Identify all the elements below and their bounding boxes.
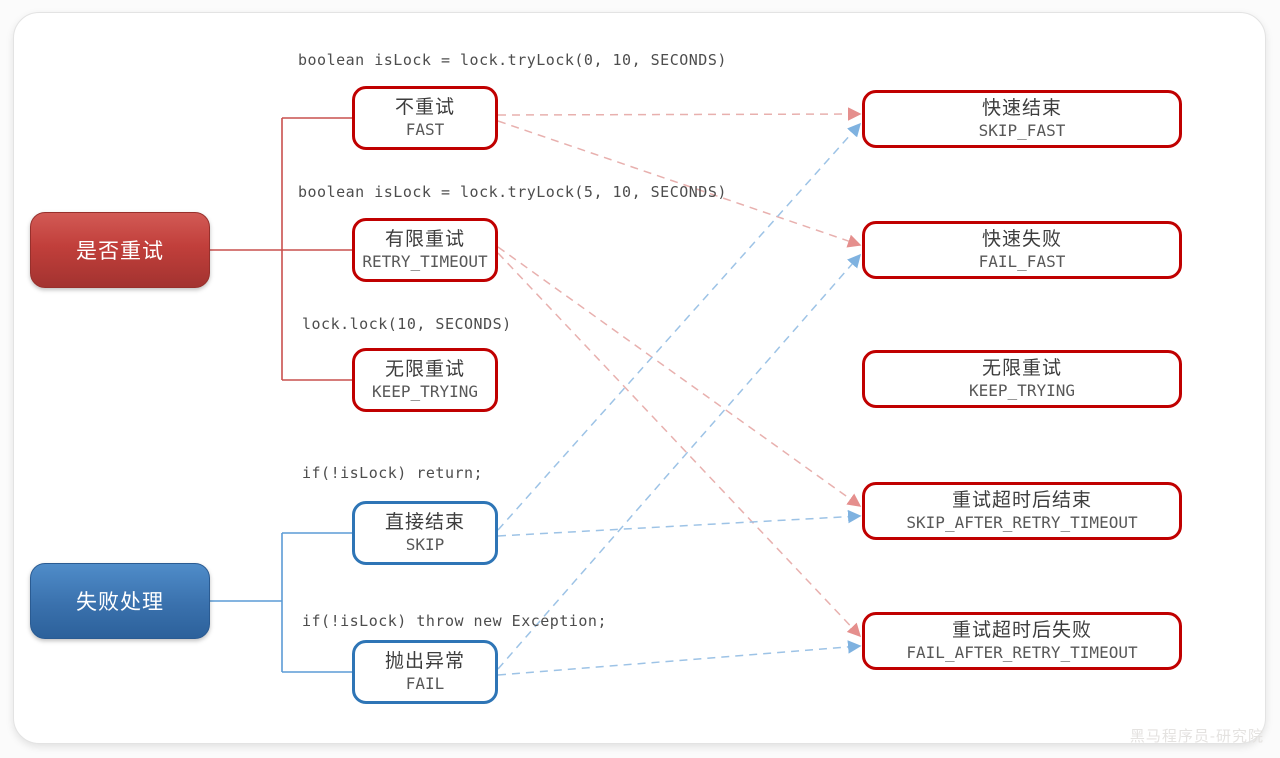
code-label-return: if(!isLock) return; [302,464,484,482]
strategy-box-retry-timeout: 有限重试 RETRY_TIMEOUT [352,218,498,282]
outcome-fail-after-en: FAIL_AFTER_RETRY_TIMEOUT [906,643,1138,663]
code-label-throw: if(!isLock) throw new Exception; [302,612,607,630]
strategy-box-fast: 不重试 FAST [352,86,498,150]
outcome-box-fail-fast: 快速失败 FAIL_FAST [862,221,1182,279]
strategy-skip-en: SKIP [405,535,445,555]
outcome-skip-fast-en: SKIP_FAST [978,121,1066,141]
strategy-fail-en: FAIL [405,674,445,694]
strategy-skip-zh: 直接结束 [384,510,465,533]
outcome-box-keep-trying: 无限重试 KEEP_TRYING [862,350,1182,408]
code-label-trylock-0: boolean isLock = lock.tryLock(0, 10, SEC… [298,51,727,69]
outcome-box-fail-after-retry-timeout: 重试超时后失败 FAIL_AFTER_RETRY_TIMEOUT [862,612,1182,670]
strategy-box-fail: 抛出异常 FAIL [352,640,498,704]
strategy-keep-trying-zh: 无限重试 [384,357,465,380]
strategy-retry-timeout-zh: 有限重试 [384,227,465,250]
strategy-fail-zh: 抛出异常 [384,649,465,672]
outcome-fail-fast-en: FAIL_FAST [978,252,1066,272]
watermark-text: 黑马程序员-研究院 [1129,727,1264,745]
outcome-keep-trying-en: KEEP_TRYING [969,381,1075,401]
outcome-box-skip-after-retry-timeout: 重试超时后结束 SKIP_AFTER_RETRY_TIMEOUT [862,482,1182,540]
strategy-fast-zh: 不重试 [394,95,455,118]
outcome-skip-after-zh: 重试超时后结束 [951,488,1092,511]
outcome-skip-after-en: SKIP_AFTER_RETRY_TIMEOUT [906,513,1138,533]
outcome-skip-fast-zh: 快速结束 [981,96,1062,119]
outcome-keep-trying-zh: 无限重试 [981,356,1062,379]
outcome-fail-fast-zh: 快速失败 [981,227,1062,250]
strategy-box-skip: 直接结束 SKIP [352,501,498,565]
code-label-trylock-5: boolean isLock = lock.tryLock(5, 10, SEC… [298,183,727,201]
code-label-lock: lock.lock(10, SECONDS) [302,315,512,333]
group-node-retry: 是否重试 [30,212,210,288]
outcome-box-skip-fast: 快速结束 SKIP_FAST [862,90,1182,148]
strategy-retry-timeout-en: RETRY_TIMEOUT [362,252,488,272]
strategy-keep-trying-en: KEEP_TRYING [372,382,478,402]
group-node-fail-handling: 失败处理 [30,563,210,639]
outcome-fail-after-zh: 重试超时后失败 [951,618,1092,641]
strategy-fast-en: FAST [405,120,445,140]
strategy-box-keep-trying: 无限重试 KEEP_TRYING [352,348,498,412]
group-node-retry-label: 是否重试 [76,239,164,263]
group-node-fail-handling-label: 失败处理 [76,590,164,614]
